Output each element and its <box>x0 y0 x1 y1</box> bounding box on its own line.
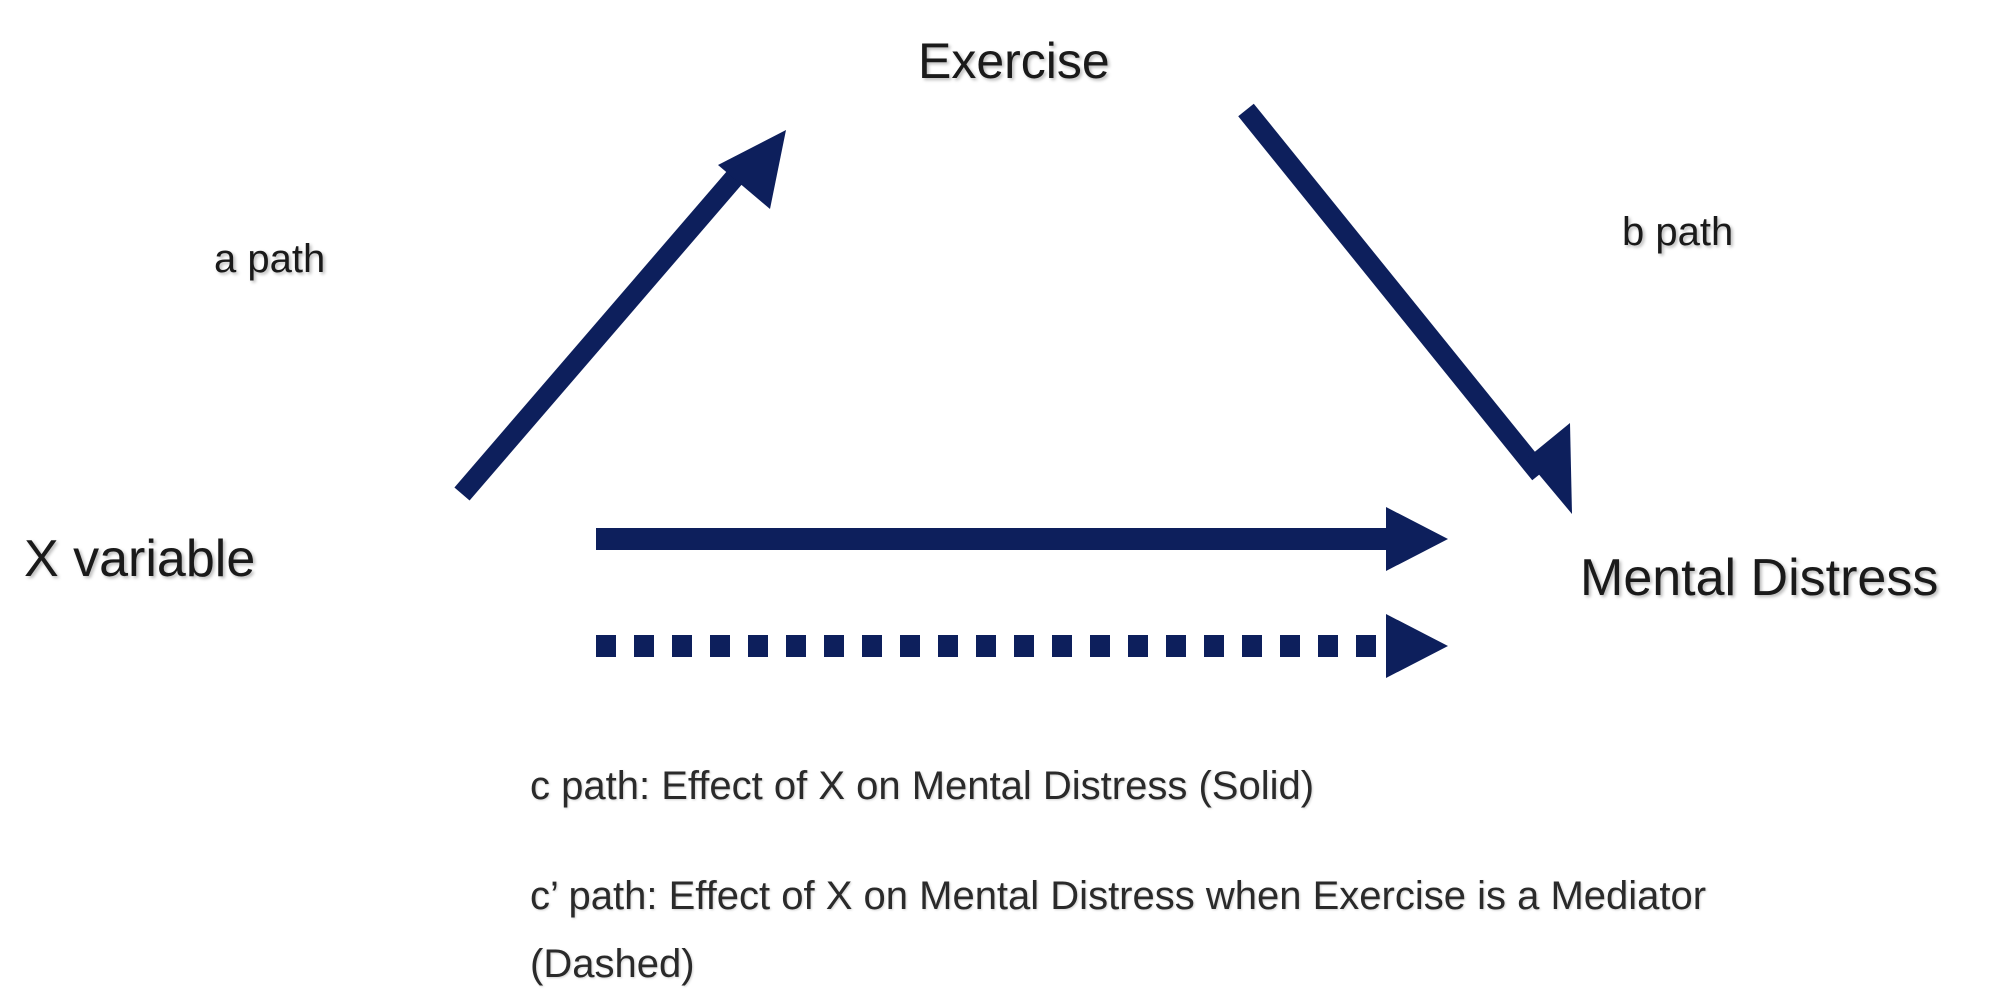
a-path-label: a path <box>214 237 326 281</box>
node-exercise: Exercise <box>918 33 1110 89</box>
c-prime-path-caption: c’ path: Effect of X on Mental Distress … <box>530 874 1707 986</box>
a-path-arrow <box>454 130 786 501</box>
b-path-label: b path <box>1622 210 1734 254</box>
node-mental-distress: Mental Distress <box>1580 549 1939 607</box>
c-path-caption: c path: Effect of X on Mental Distress (… <box>530 764 1315 808</box>
node-x-variable: X variable <box>24 530 256 588</box>
c-prime-path-arrow-dashed <box>596 614 1448 678</box>
c-path-arrow-solid <box>596 507 1448 571</box>
b-path-arrow <box>1238 103 1572 514</box>
